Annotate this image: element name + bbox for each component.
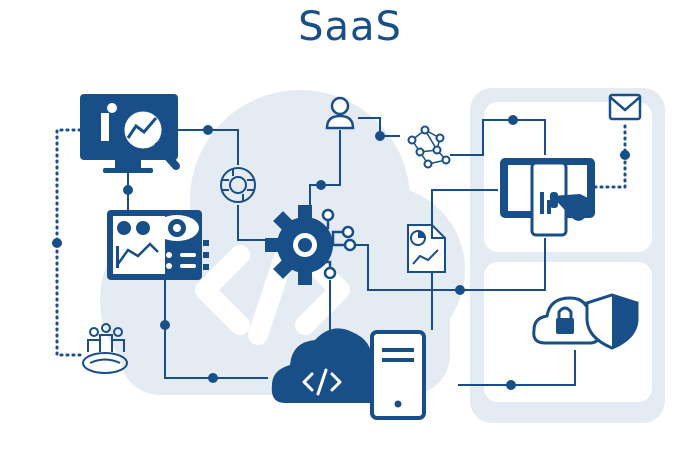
dotted-connectors	[55, 120, 627, 357]
gear-network-icon	[265, 205, 357, 285]
tablet-touch-icon	[500, 158, 595, 237]
shield-icon	[585, 293, 639, 350]
report-chart-icon	[407, 224, 446, 273]
dashboard-eye-icon	[107, 210, 209, 280]
user-icon	[325, 96, 355, 130]
people-globe-icon	[82, 323, 128, 374]
chip-icon	[220, 167, 256, 203]
page-title: SaaS	[298, 4, 402, 50]
mail-icon	[608, 93, 642, 121]
analytics-monitor-icon	[80, 94, 180, 173]
cloud-code-icon	[271, 328, 390, 403]
server-tower-icon	[370, 330, 426, 420]
connector-dots	[52, 115, 630, 390]
background-shape-details	[484, 102, 652, 402]
neural-network-icon	[407, 125, 451, 169]
